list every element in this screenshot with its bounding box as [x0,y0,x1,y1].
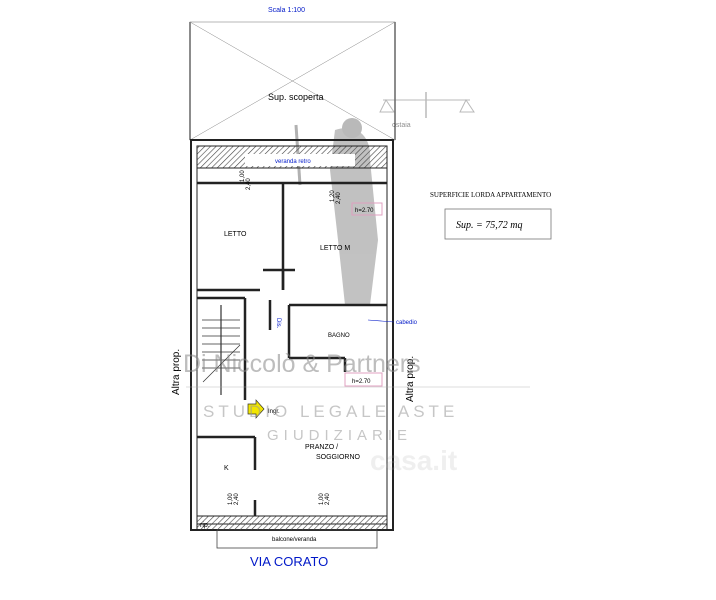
balcone-hatch [196,515,388,531]
casa-it-logo: casa.it [370,445,457,476]
room-pranzo-line1: PRANZO / [305,444,338,451]
outdoor-sublabel: ostaia [392,122,411,129]
street-label: VIA CORATO [250,554,328,569]
svg-text:1,00: 1,00 [240,170,246,182]
svg-text:STUDIO LEGALE ASTE: STUDIO LEGALE ASTE [203,402,458,421]
outdoor-area: Sup. scoperta [189,21,396,141]
room-cucina: K [224,465,229,472]
svg-text:1,00: 1,00 [228,493,234,505]
room-bagno: BAGNO [328,333,350,339]
room-dis: Dis. [275,318,281,329]
room-ingresso: Ingr. [268,409,280,415]
room-pranzo-line2: SOGGIORNO [316,454,361,461]
height-label-soggiorno: h=2.70 [352,379,371,385]
svg-text:2,40: 2,40 [325,493,331,505]
room-letto-m: LETTO M [320,245,350,252]
svg-text:Di Niccolò & Partners: Di Niccolò & Partners [183,350,421,378]
room-letto: LETTO [224,231,247,238]
side-label-right: Altra prop. [405,356,416,402]
svg-text:GIUDIZIARIE: GIUDIZIARIE [267,427,412,444]
svg-text:2,40: 2,40 [336,192,342,204]
surface-value: Sup. = 75,72 mq [456,220,522,231]
svg-text:1,00: 1,00 [319,493,325,505]
room-cabedio: cabedio [396,320,418,326]
surface-value-box [444,208,552,240]
entrance-arrow-icon [247,399,265,419]
opening-dimensions: 1,00 2,40 1,20 2,40 1,00 2,40 1,00 2,40 [228,170,342,505]
surface-title: SUPERFICIE LORDA APPARTAMENTO [430,191,551,199]
interior-walls [197,181,387,516]
balcone-label: balcone/veranda [272,537,317,543]
side-label-left: Altra prop. [171,349,182,395]
outdoor-label: Sup. scoperta [268,92,324,102]
room-rip: rip. [200,522,210,529]
studio-watermark: Di Niccolò & Partners STUDIO LEGALE ASTE… [183,350,530,444]
staircase [202,305,241,395]
justice-statue-watermark: ostaia [294,92,475,305]
svg-text:1,20: 1,20 [330,190,336,202]
veranda-retro-label: veranda retro [275,159,311,165]
svg-text:2,40: 2,40 [246,178,252,190]
height-label-letto-m: h=2.70 [355,208,374,214]
scale-label: Scala 1:100 [268,7,305,14]
svg-text:2,40: 2,40 [234,493,240,505]
